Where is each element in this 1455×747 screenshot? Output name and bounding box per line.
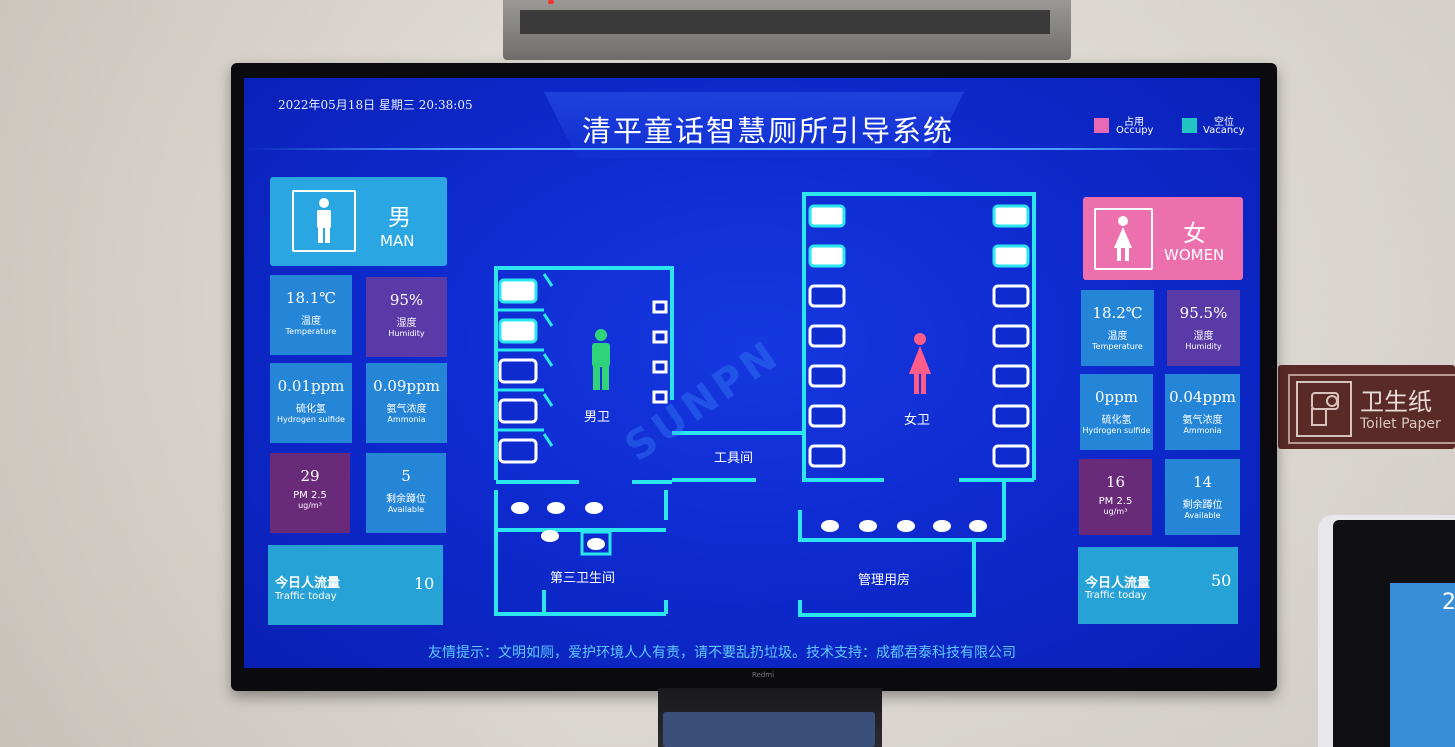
tile-label-en: Hydrogen sulfide — [1082, 426, 1151, 435]
men-traffic-label-cn: 今日人流量 — [275, 576, 341, 591]
guidance-screen: 2022年05月18日 星期三 20:38:05 清平童话智慧厕所引导系统 占用… — [244, 78, 1260, 668]
vacancy-legend-swatch — [1182, 118, 1197, 133]
occupy-legend-cn: 占用 — [1124, 117, 1144, 128]
mens-room-label: 男卫 — [584, 410, 611, 425]
men-label-en: MAN — [380, 232, 415, 250]
tile-label-en: Temperature — [285, 327, 337, 336]
tile-label-en: ug/m³ — [298, 501, 322, 510]
tile-value: 0.04ppm — [1169, 388, 1236, 406]
women-humidity-tile: 95.5% 湿度 Humidity — [1167, 290, 1240, 366]
management-room-label: 管理用房 — [858, 573, 911, 588]
tile-label-en: Humidity — [1185, 342, 1222, 351]
tile-value: 0.01ppm — [277, 377, 345, 395]
tile-label-cn: 剩余蹲位 — [386, 494, 426, 505]
vacancy-legend-cn: 空位 — [1214, 117, 1234, 128]
occupy-legend-swatch — [1094, 118, 1109, 133]
tile-label-cn: PM 2.5 — [1098, 496, 1133, 507]
toilet-paper-label-en: Toilet Paper — [1360, 416, 1441, 432]
tile-label-en: Hydrogen sulfide — [277, 415, 345, 424]
tile-label-en: Temperature — [1092, 342, 1143, 351]
tile-value: 14 — [1192, 473, 1213, 491]
tile-label-en: Available — [387, 505, 425, 514]
men-available-tile: 5 剩余蹲位 Available — [366, 453, 446, 533]
women-pm25-tile: 16 PM 2.5 ug/m³ — [1079, 459, 1152, 535]
women-ammonia-tile: 0.04ppm 氨气浓度 Ammonia — [1165, 374, 1240, 450]
occupy-legend-en: Occupy — [1116, 125, 1154, 136]
tile-label-en: Humidity — [388, 329, 425, 338]
tile-label-cn: 湿度 — [1193, 331, 1214, 342]
page-title: 清平童话智慧厕所引导系统 — [582, 114, 955, 148]
toilet-paper-sign-frame — [1288, 374, 1455, 444]
status-led — [548, 0, 554, 4]
tile-value: 16 — [1105, 473, 1126, 491]
toilet-paper-icon — [1296, 381, 1352, 437]
tv-stand-plate — [663, 712, 875, 747]
tile-label-cn: 温度 — [301, 316, 321, 327]
tile-label-en: Ammonia — [387, 415, 426, 424]
tile-label-cn: 剩余蹲位 — [1182, 500, 1223, 511]
women-hydrogen-sulfide-tile: 0ppm 硫化氢 Hydrogen sulfide — [1080, 374, 1153, 450]
women-traffic-label-cn: 今日人流量 — [1085, 576, 1151, 591]
tile-value: 95.5% — [1179, 304, 1228, 322]
tile-label-en: Available — [1184, 511, 1221, 520]
header-divider — [244, 148, 1260, 150]
women-traffic-value: 50 — [1211, 571, 1232, 590]
man-figure-icon — [588, 328, 614, 396]
men-traffic-label-en: Traffic today — [275, 591, 337, 602]
tile-label-cn: 硫化氢 — [1101, 415, 1132, 426]
men-traffic-value: 10 — [414, 574, 435, 593]
men-pm25-tile: 29 PM 2.5 ug/m³ — [270, 453, 350, 533]
man-icon — [292, 190, 356, 252]
footer-notice: 友情提示：文明如厕，爱护环境人人有责，请不要乱扔垃圾。技术支持：成都君泰科技有限… — [428, 645, 1016, 661]
tile-label-en: Ammonia — [1183, 426, 1222, 435]
tile-value: 0ppm — [1095, 388, 1138, 406]
tile-label-cn: 硫化氢 — [296, 404, 326, 415]
tile-label-cn: 氨气浓度 — [386, 404, 427, 415]
title-banner — [544, 92, 964, 158]
tile-value: 29 — [300, 467, 320, 485]
tile-label-cn: PM 2.5 — [293, 490, 327, 501]
ceiling-unit-panel — [520, 10, 1050, 34]
men-label-cn: 男 — [388, 205, 411, 231]
men-humidity-tile: 95% 湿度 Humidity — [366, 277, 447, 357]
women-available-tile: 14 剩余蹲位 Available — [1165, 459, 1240, 535]
kiosk-number: 2 — [1442, 590, 1455, 615]
tool-room-label: 工具间 — [714, 451, 754, 466]
tile-label-cn: 湿度 — [396, 318, 417, 329]
men-traffic-card — [268, 545, 443, 625]
woman-figure-icon — [906, 332, 934, 400]
men-hydrogen-sulfide-tile: 0.01ppm 硫化氢 Hydrogen sulfide — [270, 363, 352, 443]
tile-value: 18.1℃ — [285, 289, 337, 307]
vacancy-legend-en: Vacancy — [1203, 125, 1245, 136]
toilet-paper-label-cn: 卫生纸 — [1360, 388, 1432, 416]
tile-value: 95% — [389, 291, 424, 309]
women-traffic-label-en: Traffic today — [1085, 590, 1147, 601]
tile-label-cn: 氨气浓度 — [1182, 415, 1223, 426]
third-restroom-label: 第三卫生间 — [550, 571, 616, 586]
men-temperature-tile: 18.1℃ 温度 Temperature — [270, 275, 352, 355]
tile-value: 18.2℃ — [1092, 304, 1143, 322]
floor-plan — [494, 192, 1036, 617]
tile-label-cn: 温度 — [1107, 331, 1128, 342]
women-temperature-tile: 18.2℃ 温度 Temperature — [1081, 290, 1154, 366]
woman-icon — [1094, 208, 1153, 270]
men-ammonia-tile: 0.09ppm 氨气浓度 Ammonia — [366, 363, 447, 443]
tv-brand-logo: Redmi — [752, 671, 775, 679]
datetime: 2022年05月18日 星期三 20:38:05 — [278, 98, 473, 112]
women-card — [1083, 197, 1243, 280]
tile-value: 0.09ppm — [373, 377, 440, 395]
women-label-en: WOMEN — [1164, 246, 1225, 264]
women-traffic-card — [1078, 547, 1238, 624]
tile-label-en: ug/m³ — [1103, 507, 1128, 516]
women-label-cn: 女 — [1183, 221, 1206, 247]
womens-room-label: 女卫 — [904, 413, 931, 428]
kiosk-display — [1390, 583, 1455, 747]
tile-value: 5 — [401, 467, 411, 485]
